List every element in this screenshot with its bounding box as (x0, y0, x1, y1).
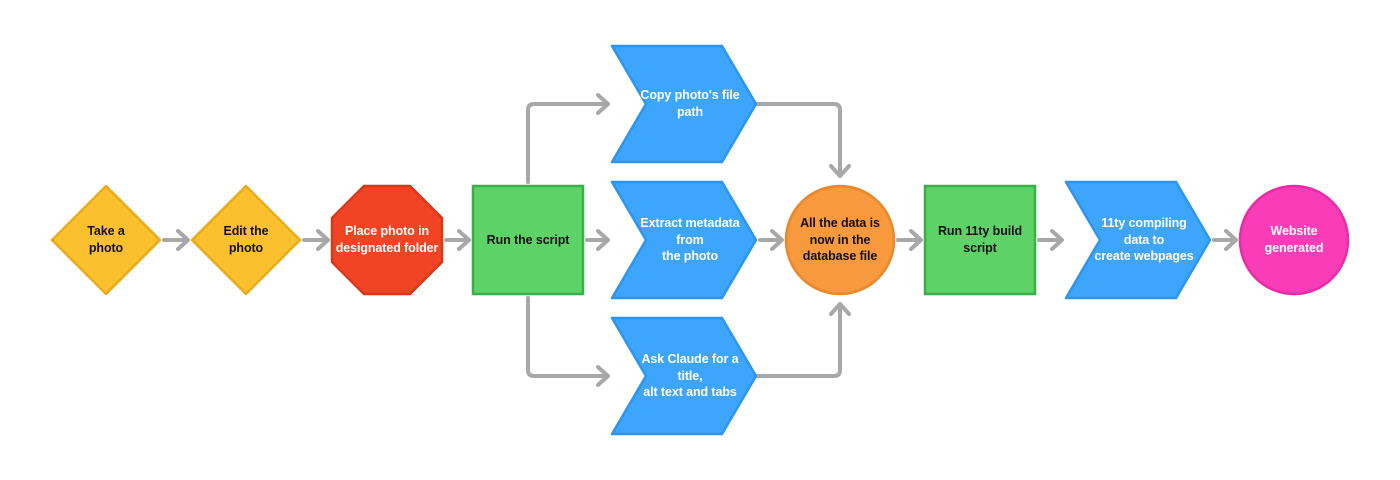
node-ask-claude[interactable] (610, 316, 758, 436)
connector-11ty-compiling-to-website-generated (1212, 229, 1238, 251)
connector-run-11ty-build-to-11ty-compiling (1037, 229, 1064, 251)
node-take-photo[interactable] (50, 184, 162, 296)
connector-take-photo-to-edit-photo (162, 229, 190, 251)
node-run-script[interactable] (471, 184, 585, 296)
node-extract-metadata[interactable] (610, 180, 758, 300)
node-copy-file-path[interactable] (610, 44, 758, 164)
connector-run-script-to-copy-file-path (526, 93, 610, 184)
connector-copy-file-path-to-database-file (754, 102, 851, 178)
connector-database-file-to-run-11ty-build (896, 229, 923, 251)
connector-extract-metadata-to-database-file (758, 229, 784, 251)
node-website-generated[interactable] (1238, 184, 1350, 296)
node-database-file[interactable] (784, 184, 896, 296)
connector-run-script-to-extract-metadata (585, 229, 610, 251)
connector-ask-claude-to-database-file (754, 302, 851, 378)
connector-place-photo-to-run-script (444, 229, 471, 251)
node-11ty-compiling[interactable] (1064, 180, 1212, 300)
node-run-11ty-build[interactable] (923, 184, 1037, 296)
connector-run-script-to-ask-claude (526, 296, 610, 387)
node-edit-photo[interactable] (190, 184, 302, 296)
connectors-layer (162, 93, 1238, 387)
connector-edit-photo-to-place-photo (302, 229, 330, 251)
node-place-photo[interactable] (330, 184, 444, 296)
nodes-layer (50, 44, 1350, 436)
